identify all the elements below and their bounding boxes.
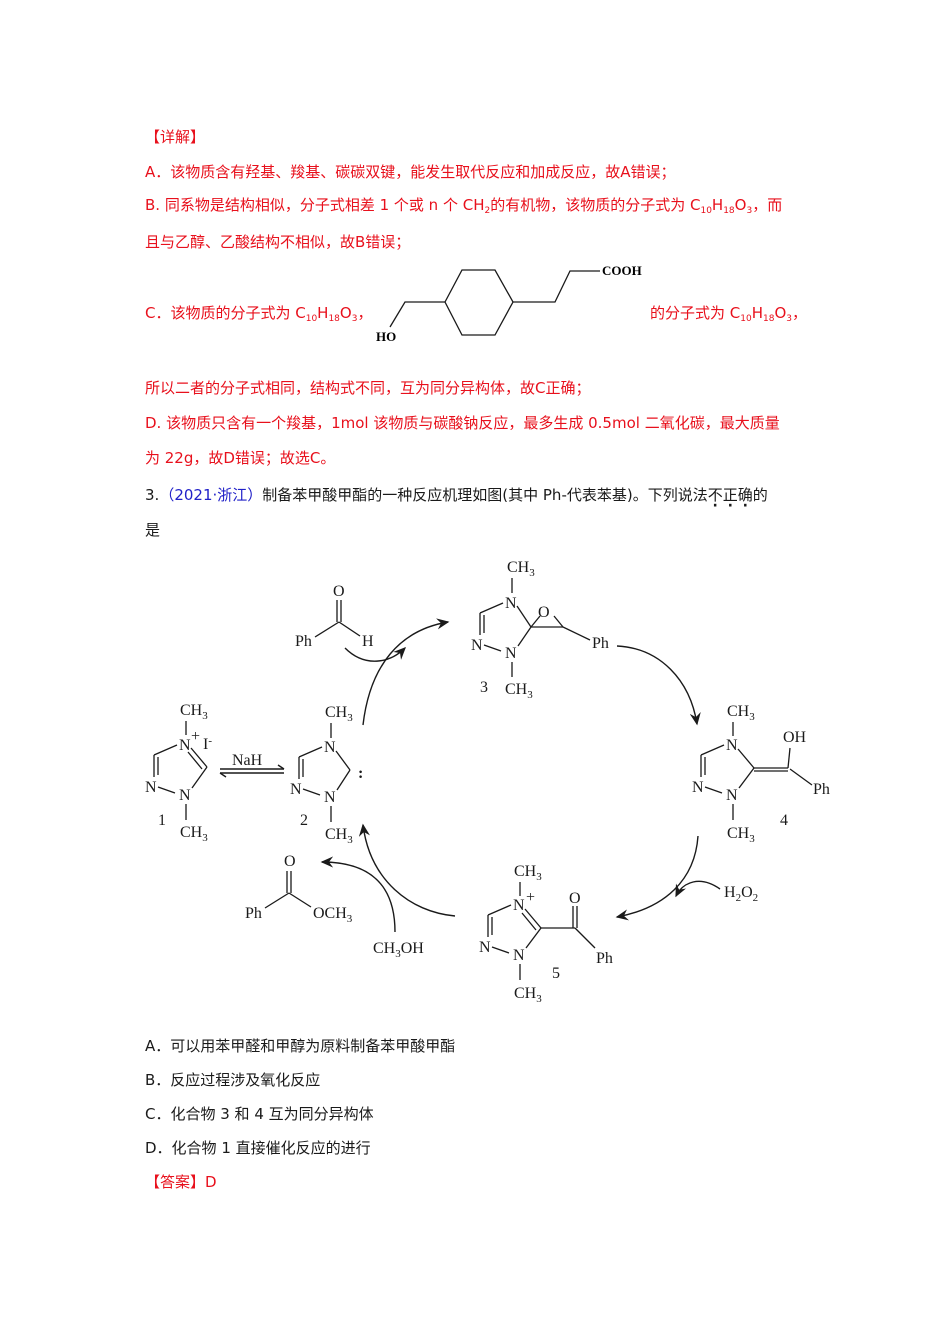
question-stem: 3.（2021·浙江）制备苯甲酸甲酯的一种反应机理如图(其中 Ph-代表苯基)。…: [145, 485, 768, 505]
compound-2: CH3 N N N : CH3 2: [290, 704, 363, 846]
svg-text:N: N: [505, 595, 517, 612]
detail-option-b-line2: 且与乙醇、乙酸结构不相似，故B错误；: [145, 233, 411, 251]
detail-option-d-line2: 为 22g，故D错误；故选C。: [145, 449, 336, 467]
svg-text:N: N: [145, 779, 157, 796]
svg-text:NaH: NaH: [232, 752, 263, 769]
svg-text:CH3: CH3: [514, 863, 542, 883]
svg-text:N: N: [505, 645, 517, 662]
hydrogen-peroxide: H2O2: [724, 884, 758, 904]
detail-option-d-line1: D. 该物质只含有一个羧基，1mol 该物质与碳酸钠反应，最多生成 0.5mol…: [145, 414, 780, 432]
detail-option-c-line2: 所以二者的分子式相同，结构式不同，互为同分异构体，故C正确；: [145, 379, 591, 397]
svg-text:O: O: [569, 890, 581, 907]
methyl-benzoate: O Ph OCH3: [245, 853, 353, 925]
svg-text:N: N: [726, 737, 738, 754]
svg-text:5: 5: [552, 965, 560, 982]
detail-option-b-line1: B. 同系物是结构相似，分子式相差 1 个或 n 个 CH2的有机物，该物质的分…: [145, 196, 783, 216]
svg-text:N: N: [290, 781, 302, 798]
svg-text:N: N: [726, 787, 738, 804]
svg-text:N: N: [179, 737, 191, 754]
svg-text:Ph: Ph: [245, 905, 262, 922]
cooh-label: COOH: [602, 263, 642, 278]
svg-text:O: O: [284, 853, 296, 870]
compound-1: CH3 N + I- N N CH3 1: [145, 702, 212, 844]
svg-text:N: N: [513, 947, 525, 964]
detail-option-c-line1-left: C．该物质的分子式为 C10H18O3，: [145, 304, 373, 324]
svg-text:CH3: CH3: [507, 559, 535, 579]
benzaldehyde: Ph O H: [295, 583, 374, 650]
svg-text:CH3: CH3: [180, 702, 208, 722]
svg-text:Ph: Ph: [813, 781, 830, 798]
svg-text:I-: I-: [203, 735, 212, 753]
svg-text:N: N: [513, 897, 525, 914]
svg-text:O: O: [538, 604, 550, 621]
option-d: D．化合物 1 直接催化反应的进行: [145, 1139, 371, 1157]
svg-text:N: N: [692, 779, 704, 796]
svg-text:2: 2: [300, 812, 308, 829]
svg-text:O: O: [333, 583, 345, 600]
question-source: （2021·浙江）: [159, 486, 263, 504]
svg-text:CH3: CH3: [180, 824, 208, 844]
ho-label: HO: [376, 329, 396, 344]
svg-text:Ph: Ph: [596, 950, 613, 967]
svg-text:CH3: CH3: [325, 826, 353, 846]
compound-5: CH3 N + N N O Ph CH3 5: [479, 863, 613, 1005]
option-b: B．反应过程涉及氧化反应: [145, 1071, 321, 1089]
answer: 【答案】D: [145, 1173, 217, 1191]
methanol: CH3OH: [373, 940, 424, 960]
compound-4: CH3 N N N OH Ph CH3 4: [692, 703, 830, 845]
detail-option-a: A．该物质含有羟基、羧基、碳碳双键，能发生取代反应和加成反应，故A错误；: [145, 163, 676, 181]
option-a: A．可以用苯甲醛和甲醇为原料制备苯甲酸甲酯: [145, 1037, 456, 1055]
svg-text:CH3: CH3: [727, 825, 755, 845]
svg-text:CH3: CH3: [325, 704, 353, 724]
svg-text:+: +: [191, 728, 200, 745]
svg-text:OCH3: OCH3: [313, 905, 353, 925]
svg-text:CH3: CH3: [505, 681, 533, 701]
svg-text::: :: [358, 765, 363, 782]
svg-text:4: 4: [780, 812, 788, 829]
svg-text:N: N: [324, 739, 336, 756]
svg-text:CH3: CH3: [514, 985, 542, 1005]
question-number: 3.: [145, 486, 160, 504]
detail-header: 【详解】: [145, 128, 206, 146]
detail-option-c-line1-right: 的分子式为 C10H18O3，: [650, 304, 807, 324]
cycle-arrows: [320, 618, 721, 933]
svg-text:N: N: [471, 637, 483, 654]
svg-text:Ph: Ph: [592, 635, 609, 652]
svg-text:N: N: [179, 787, 191, 804]
svg-text:+: +: [526, 889, 535, 906]
nah-equilibrium-arrow: NaH: [219, 752, 285, 778]
svg-text:N: N: [479, 939, 491, 956]
svg-text:H: H: [362, 633, 374, 650]
svg-text:3: 3: [480, 679, 488, 696]
option-c: C．化合物 3 和 4 互为同分异构体: [145, 1105, 374, 1123]
svg-text:1: 1: [158, 812, 166, 829]
svg-text:OH: OH: [783, 729, 807, 746]
compound-3: CH3 N N N O Ph CH3 3: [471, 559, 609, 701]
svg-text:CH3: CH3: [727, 703, 755, 723]
svg-text:N: N: [324, 789, 336, 806]
question-stem-line2: 是: [145, 521, 161, 539]
svg-text:Ph: Ph: [295, 633, 312, 650]
